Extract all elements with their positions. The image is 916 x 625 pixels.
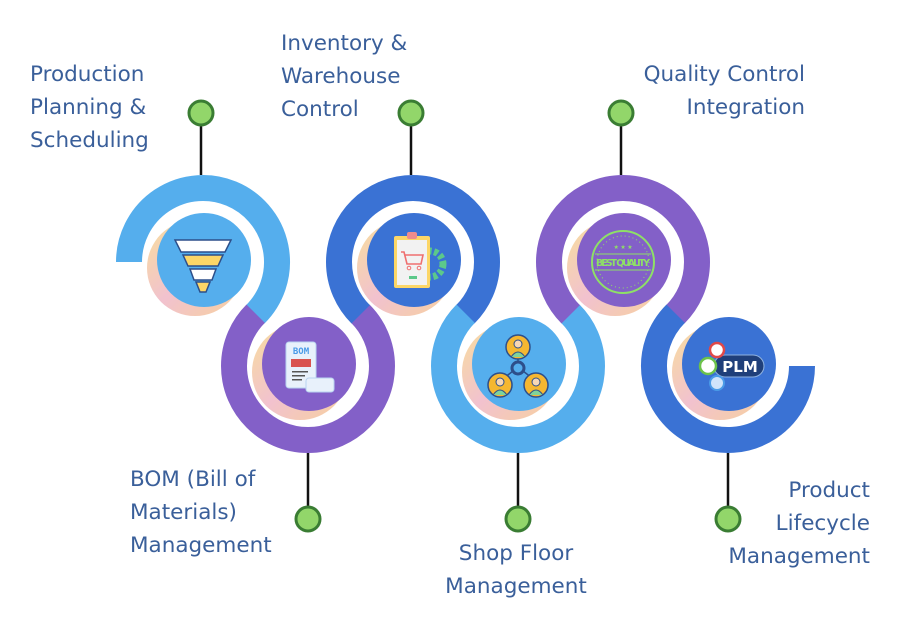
funnel-icon <box>147 213 251 316</box>
clipboard-cart <box>394 232 447 288</box>
label-line: Management <box>445 574 587 599</box>
icon-disc <box>472 317 566 411</box>
body <box>492 389 508 396</box>
status-bar <box>409 276 417 279</box>
label-inventory-warehouse: Inventory & Warehouse Control <box>281 27 407 126</box>
funnel-shape <box>173 239 233 293</box>
label-line: Scheduling <box>30 128 149 153</box>
bom-text: BOM <box>293 347 310 357</box>
text-line <box>292 371 308 373</box>
label-product-lifecycle: Product Lifecycle Management <box>728 474 870 573</box>
ring-segment <box>326 175 500 324</box>
head <box>531 377 541 387</box>
pin-marker-icon <box>187 99 215 127</box>
label-line: Materials) <box>130 500 237 525</box>
plm-text: PLM <box>722 358 757 376</box>
label-line: Control <box>281 97 359 122</box>
label-quality-control: Quality Control Integration <box>644 58 805 124</box>
label-line: BOM (Bill of <box>130 467 256 492</box>
label-line: Production <box>30 62 145 87</box>
pin-marker-icon <box>607 99 635 127</box>
team-network-icon <box>462 317 566 420</box>
body <box>528 389 544 396</box>
funnel-layer <box>173 239 233 253</box>
red-module-icon <box>708 341 726 359</box>
clipboard-cart-gear-icon <box>357 213 461 316</box>
body <box>510 351 526 358</box>
text-line <box>292 379 302 381</box>
plm-logo-icon: PLM <box>672 317 776 420</box>
funnel-layer <box>188 268 218 281</box>
ring-segment <box>221 304 395 453</box>
ring-segment <box>641 304 815 453</box>
wheel <box>416 265 422 271</box>
pin-marker-icon <box>714 505 742 533</box>
wheel <box>406 265 412 271</box>
document-curl <box>305 377 335 393</box>
quality-seal: BEST QUALITY ★ ★ ★ <box>591 230 655 294</box>
bom-document: BOM <box>285 341 335 393</box>
ring-segment <box>116 175 290 324</box>
funnel-layer <box>181 254 225 267</box>
pin-marker-icon <box>397 99 425 127</box>
label-bom-management: BOM (Bill of Materials) Management <box>130 463 272 562</box>
label-line: Integration <box>686 95 805 120</box>
red-stamp <box>291 359 311 367</box>
cart-icon <box>401 251 424 265</box>
label-line: Planning & <box>30 95 147 120</box>
label-line: Lifecycle <box>775 511 870 536</box>
label-line: Warehouse <box>281 64 401 89</box>
label-line: Management <box>728 544 870 569</box>
pin-marker-icon <box>294 505 322 533</box>
team-network <box>487 334 549 398</box>
label-line: Management <box>130 533 272 558</box>
head <box>495 377 505 387</box>
best-quality-seal-icon: BEST QUALITY ★ ★ ★ <box>567 213 671 316</box>
ring-segment <box>536 175 710 324</box>
label-line: Inventory & <box>281 31 408 56</box>
head <box>513 339 523 349</box>
label-shop-floor: Shop Floor Management <box>416 537 616 603</box>
ring-segment <box>431 304 605 453</box>
label-line: Shop Floor <box>458 541 574 566</box>
plm-logo: PLM <box>698 341 765 391</box>
funnel-layer <box>194 281 212 293</box>
label-line: Product <box>788 478 870 503</box>
label-line: Quality Control <box>643 62 805 87</box>
clip <box>407 232 417 239</box>
pin-marker-icon <box>504 505 532 533</box>
seal-dots <box>596 235 650 289</box>
seal-ring <box>591 230 655 294</box>
text-line <box>292 375 305 377</box>
bom-document-icon: BOM <box>252 317 356 420</box>
cycle-icon <box>698 356 718 376</box>
label-production-planning: Production Planning & Scheduling <box>30 58 149 157</box>
seal-text: BEST QUALITY <box>596 258 650 269</box>
star-icon: ★ ★ ★ <box>613 244 632 251</box>
gears-icon <box>709 375 725 391</box>
